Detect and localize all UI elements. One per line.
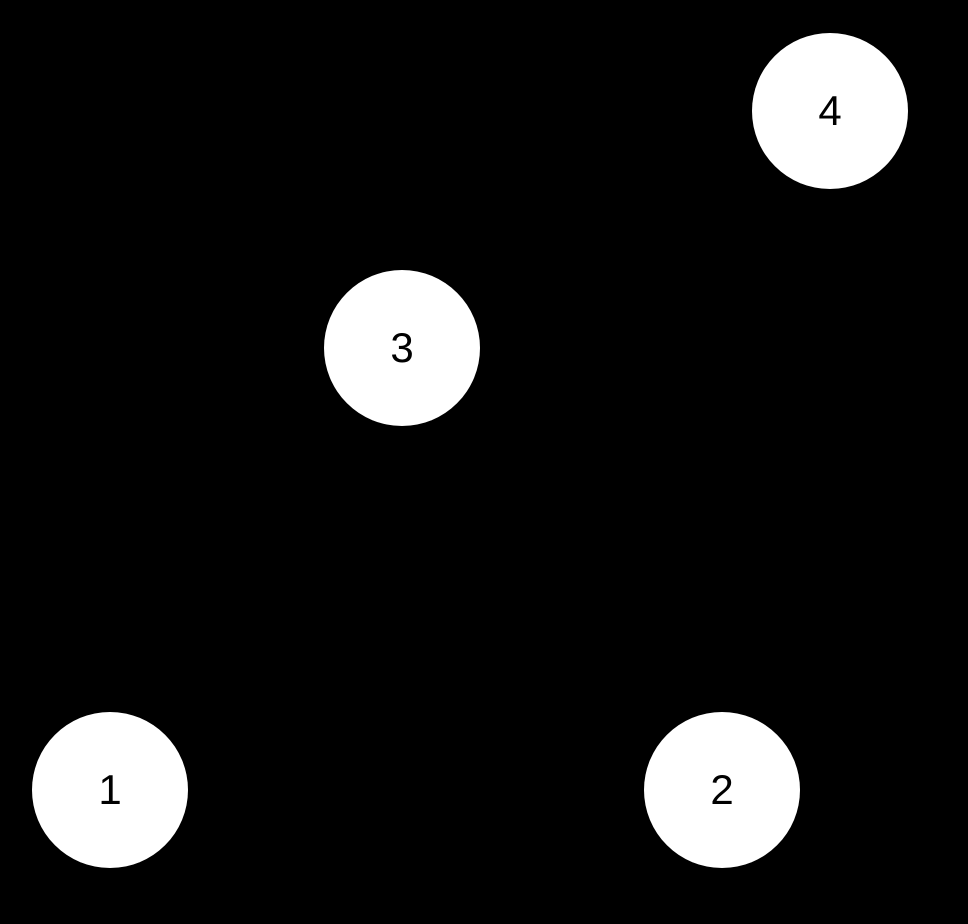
graph-node-3[interactable]: 3 (324, 270, 480, 426)
graph-node-label: 2 (710, 766, 734, 813)
graph-node-label: 1 (98, 766, 122, 813)
graph-node-2[interactable]: 2 (644, 712, 800, 868)
graph-node-4[interactable]: 4 (752, 33, 908, 189)
graph-node-label: 4 (818, 87, 842, 134)
graph-node-1[interactable]: 1 (32, 712, 188, 868)
graph-node-label: 3 (390, 324, 414, 371)
